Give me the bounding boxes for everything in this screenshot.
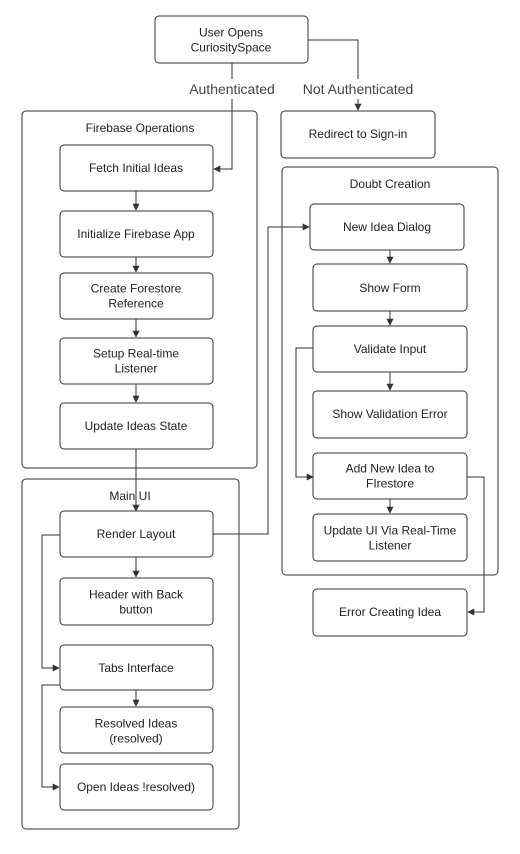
node-header-with-back-button-label-1: Header with Back: [89, 588, 184, 602]
node-create-forestore-reference-label-2: Reference: [108, 297, 164, 311]
edge-user-to-redirect: [308, 39, 362, 111]
node-tabs-interface[interactable]: Tabs Interface: [59, 644, 214, 691]
edge-label-not-authenticated: Not Authenticated: [297, 79, 419, 99]
node-initialize-firebase-app[interactable]: Initialize Firebase App: [59, 210, 214, 258]
node-fetch-initial-ideas[interactable]: Fetch Initial Ideas: [59, 144, 214, 192]
node-show-form-label-1: Show Form: [359, 281, 420, 295]
node-render-layout-label-1: Render Layout: [97, 527, 176, 541]
node-render-layout[interactable]: Render Layout: [59, 510, 214, 558]
node-show-form[interactable]: Show Form: [312, 263, 468, 312]
edge-validate-to-add: [295, 347, 314, 481]
cluster-firebase-title: Firebase Operations: [86, 121, 195, 135]
node-new-idea-dialog[interactable]: New Idea Dialog: [309, 203, 465, 251]
edge-add-to-errorcreating: [467, 476, 485, 616]
node-update-ideas-state[interactable]: Update Ideas State: [59, 402, 214, 450]
node-validate-input-label-1: Validate Input: [354, 342, 427, 356]
svg-text:Authenticated: Authenticated: [189, 81, 275, 97]
node-tabs-interface-label-1: Tabs Interface: [98, 661, 174, 675]
node-initialize-firebase-app-label-1: Initialize Firebase App: [77, 227, 195, 241]
node-update-ui-via-listener-label-2: Listener: [369, 539, 412, 553]
node-create-forestore-reference-label-1: Create Forestore: [91, 282, 182, 296]
node-fetch-initial-ideas-label-1: Fetch Initial Ideas: [89, 161, 183, 175]
cluster-mainui-title: Main UI: [109, 489, 150, 503]
node-error-creating-idea[interactable]: Error Creating Idea: [312, 588, 468, 637]
svg-text:Not Authenticated: Not Authenticated: [303, 81, 414, 97]
node-redirect-to-sign-in-label-1: Redirect to Sign-in: [309, 127, 408, 141]
edge-render-to-tabs: [41, 534, 60, 672]
cluster-doubt-title: Doubt Creation: [350, 177, 431, 191]
node-open-ideas-label-1: Open Ideas !resolved): [77, 780, 195, 794]
edge-label-authenticated: Authenticated: [184, 79, 279, 99]
node-error-creating-idea-label-1: Error Creating Idea: [339, 605, 441, 619]
node-user-opens-label-2: CuriositySpace: [191, 41, 272, 55]
node-validate-input[interactable]: Validate Input: [312, 325, 468, 373]
node-redirect-to-sign-in[interactable]: Redirect to Sign-in: [280, 110, 436, 159]
node-setup-realtime-listener-label-1: Setup Real-time: [93, 347, 179, 361]
node-show-validation-error-label-1: Show Validation Error: [332, 407, 447, 421]
node-resolved-ideas-label-2: (resolved): [109, 732, 162, 746]
node-update-ui-via-listener-label-1: Update UI Via Real-Time: [324, 524, 457, 538]
node-resolved-ideas-label-1: Resolved Ideas: [95, 717, 178, 731]
node-header-with-back-button-label-2: button: [119, 603, 152, 617]
node-add-new-idea-label-1: Add New Idea to: [346, 462, 435, 476]
node-user-opens-label-1: User Opens: [199, 26, 263, 40]
edge-tabs-to-open: [41, 684, 60, 791]
edge-render-to-dialog: [213, 223, 310, 535]
node-update-ideas-state-label-1: Update Ideas State: [85, 419, 188, 433]
node-show-validation-error[interactable]: Show Validation Error: [312, 390, 468, 439]
node-new-idea-dialog-label-1: New Idea Dialog: [343, 220, 431, 234]
node-resolved-ideas[interactable]: Resolved Ideas(resolved): [59, 706, 214, 754]
node-setup-realtime-listener-label-2: Listener: [115, 362, 158, 376]
edges: [41, 39, 485, 791]
node-add-new-idea-label-2: FIrestore: [366, 477, 414, 491]
node-open-ideas[interactable]: Open Ideas !resolved): [59, 763, 214, 811]
